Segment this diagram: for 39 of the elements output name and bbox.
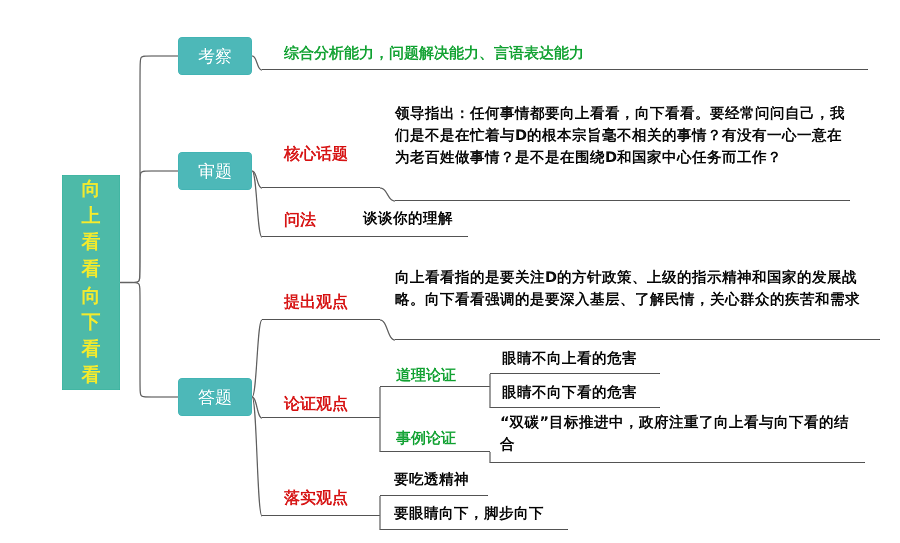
topic-text: 道理论证 [396, 365, 456, 386]
topic-box: 审题 [178, 152, 252, 190]
topic-text: 领导指出：任何事情都要向上看看，向下看看。要经常问问自己，我们是不是在忙着与D的根本宗旨毫不相关的事情？有没有一心一意在为老百姓做事情？是不是在围绕D和国家中心任务而工作？ [395, 104, 846, 168]
topic-box: 考察 [178, 37, 252, 75]
connector-line [251, 320, 263, 398]
connector-line [120, 282, 178, 398]
topic-text: 眼睛不向下看的危害 [502, 383, 637, 403]
connector-line [380, 187, 396, 202]
connector-line [379, 516, 381, 530]
topic-text: 事例论证 [396, 428, 456, 449]
connector-line [489, 452, 491, 463]
topic-text: 要吃透精神 [394, 470, 469, 490]
topic-underline [395, 267, 880, 340]
topic-text: 向上看看向下看看 [82, 177, 100, 388]
connector-line [489, 374, 491, 387]
connector-line [252, 170, 262, 189]
topic-box: 答题 [178, 378, 252, 416]
topic-text: 眼睛不向上看的危害 [502, 349, 637, 369]
connector-line [379, 496, 381, 516]
topic-text: 谈谈你的理解 [363, 210, 453, 229]
topic-text: 问法 [284, 209, 316, 231]
topic-text: “双碳”目标推进中，政府注重了向上看与向下看的结合 [500, 413, 850, 455]
connector-line [252, 396, 262, 419]
topic-text: 要眼睛向下，脚步向下 [394, 504, 544, 524]
connector-line [380, 319, 396, 341]
topic-underline [395, 103, 850, 201]
connector-line [252, 55, 262, 71]
topic-text: 综合分析能力，问题解决能力、言语表达能力 [284, 43, 585, 64]
connector-line [379, 387, 381, 418]
topic-text: 提出观点 [284, 291, 348, 313]
connector-line [489, 387, 491, 408]
topic-text: 落实观点 [284, 487, 348, 509]
connector-line [379, 418, 381, 452]
topic-text: 核心话题 [284, 143, 348, 165]
topic-text: 论证观点 [284, 393, 348, 415]
connector-line [252, 170, 262, 238]
topic-text: 向上看看指的是要关注D的方针政策、上级的指示精神和国家的发展战略。向下看看强调的是要深入基层、了解民情，关心群众的疾苦和需求 [395, 268, 861, 310]
root-topic-box [62, 175, 120, 390]
connector-line [251, 396, 263, 516]
